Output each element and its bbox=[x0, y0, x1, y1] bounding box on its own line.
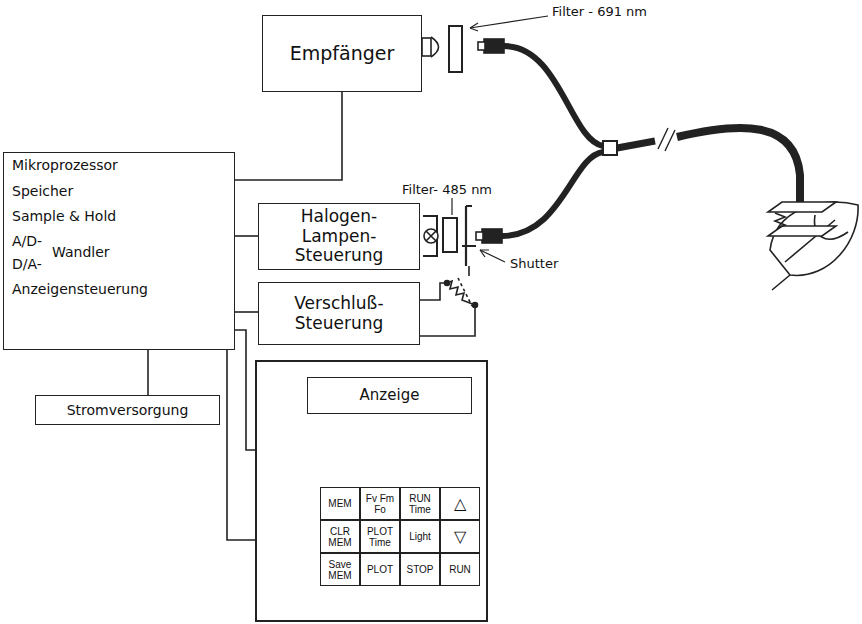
key-label: Light bbox=[409, 531, 431, 542]
leader-arrow bbox=[470, 23, 478, 31]
display-box: Anzeige bbox=[307, 377, 472, 414]
leader-line bbox=[480, 250, 505, 262]
fibre bbox=[617, 141, 655, 148]
key-label: CLR MEM bbox=[322, 526, 358, 548]
fibre-connector-tip bbox=[478, 42, 485, 50]
filter-485 bbox=[443, 218, 457, 252]
box-text: Stromversorgung bbox=[67, 402, 189, 418]
lamp-cross bbox=[426, 231, 436, 241]
filter-label: Filter- 485 nm bbox=[400, 182, 494, 197]
key-label: RUN bbox=[449, 564, 471, 575]
key-button: Fv Fm Fo bbox=[360, 487, 400, 520]
fibre-connector-tip bbox=[476, 232, 483, 240]
fibre-connector bbox=[482, 229, 502, 243]
box-text: Anzeige bbox=[360, 387, 420, 404]
key-button: Light bbox=[400, 520, 440, 553]
lens-mount bbox=[422, 38, 431, 56]
box-text: Wandler bbox=[52, 244, 110, 260]
receiver-box: Empfänger bbox=[262, 15, 422, 92]
clip-spring bbox=[775, 213, 785, 228]
key-label: Fv Fm Fo bbox=[362, 493, 398, 515]
box-text: Mikroprozessor bbox=[12, 157, 118, 173]
signal-line bbox=[147, 350, 149, 395]
shutter-control-box: Verschluß- Steuerung bbox=[258, 282, 420, 345]
leader-line bbox=[470, 16, 548, 28]
lamp-control-box: Halogen- Lampen- Steuerung bbox=[258, 203, 420, 270]
fibre-coupler bbox=[603, 141, 617, 155]
shutter-blade bbox=[462, 206, 476, 266]
fibre bbox=[502, 152, 603, 236]
clip-plate bbox=[768, 202, 836, 212]
signal-line bbox=[235, 235, 258, 237]
key-button: PLOT bbox=[360, 553, 400, 586]
key-button: ▽ bbox=[440, 520, 480, 553]
fibre-connector bbox=[484, 39, 504, 53]
fibre bbox=[677, 128, 800, 205]
key-button: RUN bbox=[440, 553, 480, 586]
key-button: PLOT Time bbox=[360, 520, 400, 553]
key-button: STOP bbox=[400, 553, 440, 586]
leaf bbox=[770, 202, 858, 275]
key-button: MEM bbox=[320, 487, 360, 520]
key-button: RUN Time bbox=[400, 487, 440, 520]
key-label: PLOT Time bbox=[362, 526, 398, 548]
key-label: PLOT bbox=[367, 564, 393, 575]
box-text: Empfänger bbox=[290, 43, 395, 65]
box-text: A/D- bbox=[12, 233, 42, 249]
processor-box: MikroprozessorSpeicherSample & HoldA/D- W… bbox=[3, 152, 235, 350]
key-label: RUN Time bbox=[402, 493, 438, 515]
filter-label: Filter - 691 nm bbox=[550, 4, 649, 19]
leader-arrow bbox=[480, 250, 489, 257]
break-mark bbox=[658, 128, 675, 151]
box-text: Verschluß- Steuerung bbox=[279, 294, 399, 333]
part-label: Shutter bbox=[508, 256, 560, 271]
key-button: △ bbox=[440, 487, 480, 520]
signal-line bbox=[235, 330, 255, 450]
lamp-housing bbox=[423, 216, 437, 256]
box-text: Speicher bbox=[12, 183, 73, 199]
shutter-axis bbox=[458, 278, 472, 306]
signal-line bbox=[235, 311, 258, 313]
shutter-stem bbox=[468, 266, 470, 276]
control-panel: AnzeigeMEM Fv Fm FoRUN Time △ CLR MEMPLOT T… bbox=[255, 360, 488, 622]
lamp bbox=[424, 229, 438, 243]
wire bbox=[420, 305, 475, 336]
box-text: D/A- bbox=[12, 256, 42, 272]
key-label: ▽ bbox=[454, 528, 466, 546]
lens bbox=[431, 37, 439, 57]
filter-691 bbox=[449, 26, 462, 72]
fibre bbox=[504, 46, 603, 146]
key-label: △ bbox=[454, 495, 466, 513]
key-button: CLR MEM bbox=[320, 520, 360, 553]
key-label: Save MEM bbox=[322, 559, 358, 581]
signal-line bbox=[227, 350, 255, 540]
wire bbox=[420, 283, 447, 300]
key-button: Save MEM bbox=[320, 553, 360, 586]
box-text: Halogen- Lampen- Steuerung bbox=[283, 207, 395, 266]
leader-line bbox=[451, 198, 452, 215]
box-text: Sample & Hold bbox=[12, 208, 116, 224]
power-supply-box: Stromversorgung bbox=[35, 395, 220, 425]
signal-line bbox=[235, 92, 342, 180]
key-label: MEM bbox=[328, 498, 351, 509]
box-text: Anzeigensteuerung bbox=[12, 281, 148, 297]
key-label: STOP bbox=[406, 564, 433, 575]
